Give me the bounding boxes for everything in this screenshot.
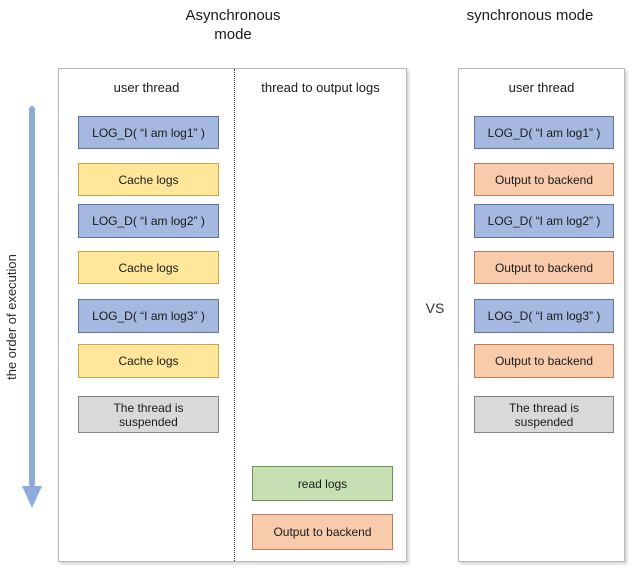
sync-output-backend-box-3: Output to backend xyxy=(474,344,614,378)
sync-mode-title: synchronous mode xyxy=(466,7,594,24)
async-user-thread-header: user thread xyxy=(113,80,180,95)
vs-label: VS xyxy=(425,300,445,316)
async-cache-logs-box-2: Cache logs xyxy=(78,251,219,284)
async-cache-logs-box-3: Cache logs xyxy=(78,344,219,378)
sync-output-backend-box-1: Output to backend xyxy=(474,163,614,196)
sync-log1-box: LOG_D( “I am log1” ) xyxy=(474,116,614,149)
async-read-logs-box: read logs xyxy=(252,466,393,501)
execution-order-arrow-line xyxy=(29,106,35,487)
async-cache-logs-box-1: Cache logs xyxy=(78,163,219,196)
async-log3-box: LOG_D( “I am log3” ) xyxy=(78,299,219,333)
sync-log3-box: LOG_D( “I am log3” ) xyxy=(474,299,614,333)
async-mode-panel: user thread thread to output logs LOG_D(… xyxy=(58,68,407,562)
async-output-thread-header: thread to output logs xyxy=(261,80,380,95)
async-output-backend-box: Output to backend xyxy=(252,514,393,550)
async-thread-suspended-label: The thread is suspended xyxy=(113,400,184,429)
async-log2-box: LOG_D( “I am log2” ) xyxy=(78,204,219,238)
thread-column-divider xyxy=(234,69,235,561)
sync-thread-suspended-box: The thread is suspended xyxy=(474,396,614,433)
sync-user-thread-header: user thread xyxy=(508,80,575,95)
sync-mode-panel: user thread LOG_D( “I am log1” ) Output … xyxy=(458,68,625,562)
sync-output-backend-box-2: Output to backend xyxy=(474,251,614,284)
sync-log2-box: LOG_D( “I am log2” ) xyxy=(474,204,614,238)
async-mode-title: Asynchronous mode xyxy=(185,7,281,43)
async-thread-suspended-box: The thread is suspended xyxy=(78,396,219,433)
sync-thread-suspended-label: The thread is suspended xyxy=(508,400,580,429)
async-log1-box: LOG_D( “I am log1” ) xyxy=(78,116,219,149)
execution-order-arrow-head-icon xyxy=(22,486,42,508)
execution-order-label: the order of execution xyxy=(4,254,19,380)
